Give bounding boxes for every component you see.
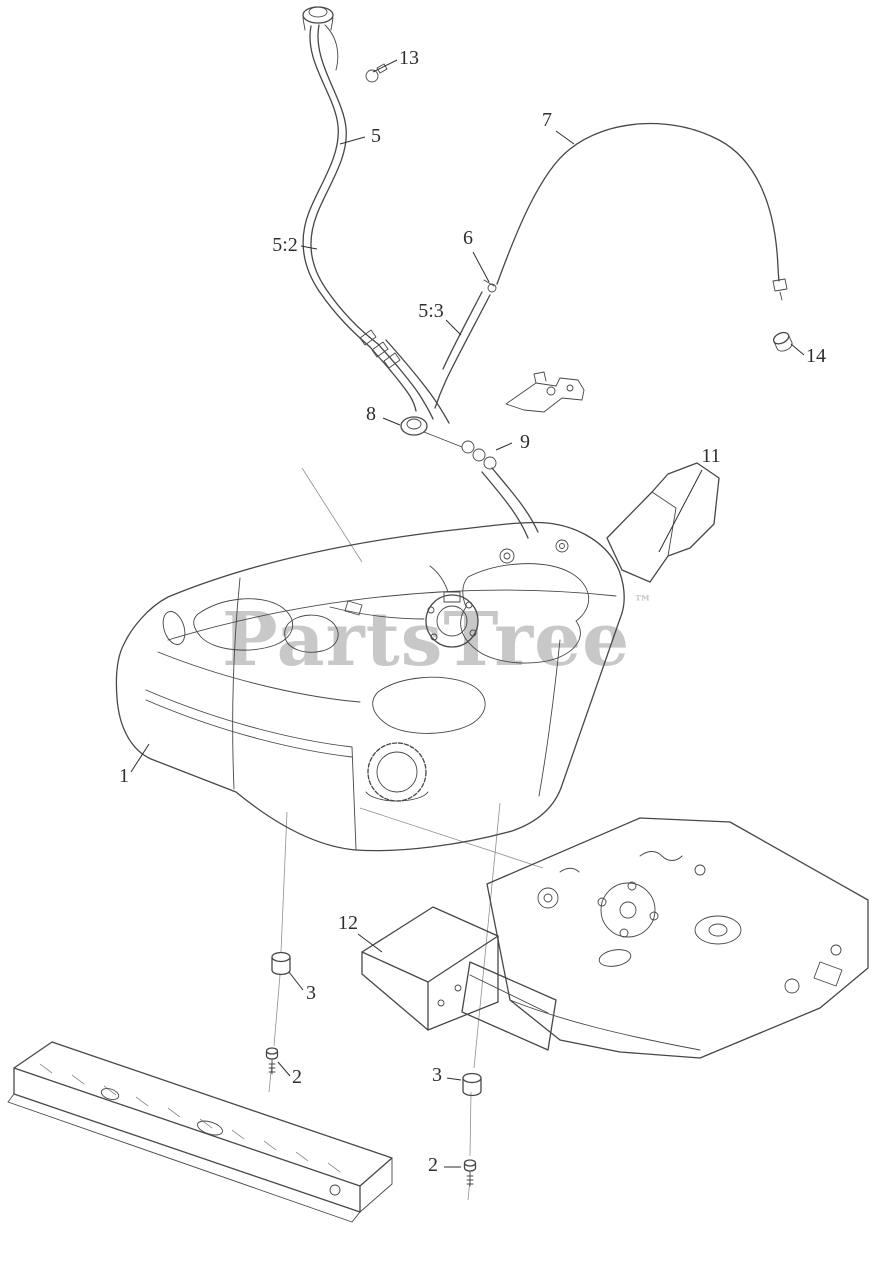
callout-leader-6 [472,251,490,283]
grommet-8 [400,416,428,436]
foam-pad [606,462,720,583]
callout-leader-14 [790,343,805,356]
callout-label-6: 6 [463,227,473,249]
tank-filler-cap [365,742,429,802]
fuel-pump-module [425,565,479,648]
bolt-2-right [463,1159,477,1187]
callout-leader-5 [339,136,366,145]
callout-label-7: 7 [542,109,552,131]
callout-label-14: 14 [806,345,826,367]
callout-leader-1 [130,743,150,773]
watermark-text: PartsTree [222,597,631,683]
bolt-2-left [265,1047,279,1075]
fuel-hose-bundle-5 [302,24,450,424]
vent-hose-7 [496,122,788,301]
deck-plate [461,817,869,1059]
callout-leader-5-2 [300,245,318,250]
callout-label-2-right: 2 [428,1154,438,1176]
plug-14 [772,331,793,352]
callout-label-11: 11 [701,445,720,467]
hose-clamp-13 [365,63,388,83]
bushing-3-right [462,1072,482,1097]
callout-label-12: 12 [338,912,358,934]
callout-label-5-2: 5:2 [272,234,298,256]
callout-leader-11 [658,469,703,553]
callout-label-3-left: 3 [306,982,316,1004]
callout-leader-5-3 [445,319,462,336]
mounting-bracket [505,371,585,413]
callout-label-9: 9 [520,431,530,453]
callout-leader-12 [357,933,383,953]
remote-fuel-cap [302,6,339,71]
callout-label-8: 8 [366,403,376,425]
callout-label-1: 1 [119,765,129,787]
watermark-tm: ™ [633,592,654,614]
callout-leader-3-right [446,1077,462,1081]
alignment-lines [268,467,544,1201]
callout-leader-13 [372,59,398,73]
callout-label-13: 13 [399,47,419,69]
callout-label-2-left: 2 [292,1066,302,1088]
frame-rail [7,1041,393,1223]
callout-label-5-3: 5:3 [418,300,444,322]
fitting-6 [483,279,497,293]
connectors-9 [423,431,539,539]
callout-label-5: 5 [371,125,381,147]
callout-leader-3-left [288,971,304,991]
hose-5-3 [434,291,491,409]
callout-leader-2-left [277,1061,291,1077]
callout-leader-9 [495,442,513,451]
heat-shield [361,906,499,1031]
callout-leader-8 [382,417,401,426]
bushing-3-left [271,951,291,976]
fuel-tank [115,521,625,852]
callout-label-3-right: 3 [432,1064,442,1086]
callout-leader-7 [555,130,575,145]
